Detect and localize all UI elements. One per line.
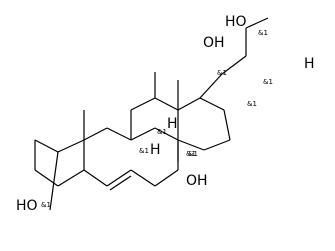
stereo-label-c3: &1 — [41, 201, 51, 209]
stereo-labels: &1 &1 &1 &1 &1 &1 &1 &1 &1 — [41, 29, 273, 209]
h-9-label: H — [150, 142, 161, 158]
oh-12-label: OH — [203, 35, 225, 51]
h-8-label: H — [167, 116, 178, 132]
stereo-label-c8: &1 — [188, 150, 198, 158]
h-17-label: H — [304, 56, 315, 72]
stereo-label-c9: &1 — [157, 128, 167, 136]
stereo-label-c17: &1 — [263, 78, 273, 86]
atom-labels: HO OH OH HO H H H — [16, 14, 315, 214]
stereo-label-c20: &1 — [258, 29, 268, 37]
oh-14-label: OH — [186, 173, 208, 189]
stereo-label-c10: &1 — [139, 147, 149, 155]
oh-3-label: HO — [16, 198, 38, 214]
oh-20-label: HO — [225, 14, 247, 30]
stereo-label-c13: &1 — [247, 100, 257, 108]
skeletal-bonds — [34, 17, 269, 211]
stereo-label-c14: &1 — [186, 150, 196, 158]
stereo-label-c12: &1 — [217, 69, 227, 77]
